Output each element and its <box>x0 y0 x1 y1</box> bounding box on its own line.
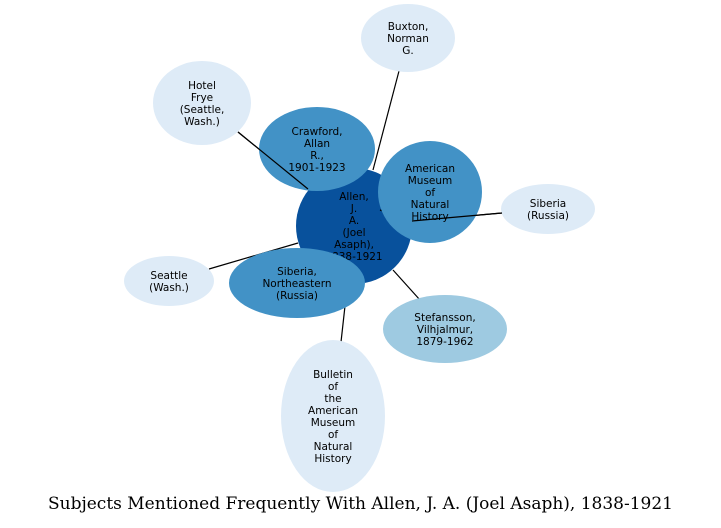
node-seattle: Seattle(Wash.) <box>124 256 214 306</box>
edge-allen-hotel-frye <box>237 131 309 190</box>
node-label-bulletin-3: American <box>308 405 358 417</box>
node-shape-seattle <box>124 256 214 306</box>
node-label-seattle-0: Seattle <box>150 270 187 282</box>
node-label-amnh-3: Natural <box>411 199 450 211</box>
node-label-stefansson-1: Vilhjalmur, <box>417 324 473 336</box>
node-label-siberia-ne-0: Siberia, <box>277 266 317 278</box>
node-label-buxton-0: Buxton, <box>388 21 429 33</box>
node-label-crawford-1: Allan <box>304 138 330 150</box>
node-label-bulletin-2: the <box>324 393 341 405</box>
node-siberia: Siberia(Russia) <box>501 184 595 234</box>
node-shape-crawford <box>259 107 375 191</box>
node-label-seattle-1: (Wash.) <box>149 282 189 294</box>
edge-allen-siberia <box>411 212 503 222</box>
node-label-hotel-frye-3: Wash.) <box>184 116 220 128</box>
node-label-stefansson-2: 1879-1962 <box>416 336 473 348</box>
node-shape-bulletin <box>281 340 385 492</box>
node-label-hotel-frye-2: (Seattle, <box>180 104 225 116</box>
node-bulletin: BulletinoftheAmericanMuseumofNaturalHist… <box>281 340 385 492</box>
node-label-crawford-2: R., <box>310 150 324 162</box>
node-shape-siberia <box>501 184 595 234</box>
edge-allen-bulletin <box>340 305 346 343</box>
node-label-allen-4: Asaph), <box>334 239 374 251</box>
node-label-amnh-0: American <box>405 163 455 175</box>
node-label-crawford-0: Crawford, <box>292 126 343 138</box>
edge-allen-stefansson <box>392 269 421 301</box>
node-label-amnh-2: of <box>425 187 435 199</box>
node-label-hotel-frye-0: Hotel <box>188 80 216 92</box>
node-label-bulletin-1: of <box>328 381 338 393</box>
node-label-amnh-1: Museum <box>408 175 453 187</box>
node-label-bulletin-5: of <box>328 429 338 441</box>
node-shape-buxton <box>361 4 455 72</box>
diagram-caption: Subjects Mentioned Frequently With Allen… <box>47 494 673 514</box>
node-label-amnh-4: History <box>411 211 448 223</box>
node-label-allen-0: Allen, <box>339 191 368 203</box>
node-siberia-ne: Siberia,Northeastern(Russia) <box>229 248 365 318</box>
node-label-bulletin-4: Museum <box>311 417 356 429</box>
node-shape-siberia-ne <box>229 248 365 318</box>
node-stefansson: Stefansson,Vilhjalmur,1879-1962 <box>383 295 507 363</box>
node-label-siberia-0: Siberia <box>530 198 566 210</box>
node-shape-hotel-frye <box>153 61 251 145</box>
node-label-stefansson-0: Stefansson, <box>414 312 475 324</box>
edge-allen-seattle <box>208 242 299 270</box>
node-shape-stefansson <box>383 295 507 363</box>
nodes-layer: Allen,J.A.(JoelAsaph),1838-1921Buxton,No… <box>124 4 595 492</box>
node-label-siberia-1: (Russia) <box>527 210 569 222</box>
node-label-siberia-ne-2: (Russia) <box>276 290 318 302</box>
node-label-hotel-frye-1: Frye <box>191 92 213 104</box>
node-label-crawford-3: 1901-1923 <box>288 162 345 174</box>
node-label-buxton-1: Norman <box>387 33 429 45</box>
edge-allen-buxton <box>372 70 400 171</box>
node-label-allen-3: (Joel <box>343 227 366 239</box>
node-label-buxton-2: G. <box>402 45 413 57</box>
node-label-siberia-ne-1: Northeastern <box>262 278 331 290</box>
node-label-bulletin-6: Natural <box>314 441 353 453</box>
node-label-allen-1: J. <box>350 203 357 215</box>
node-label-bulletin-7: History <box>314 453 351 465</box>
node-label-allen-2: A. <box>349 215 359 227</box>
node-label-bulletin-0: Bulletin <box>313 369 353 381</box>
